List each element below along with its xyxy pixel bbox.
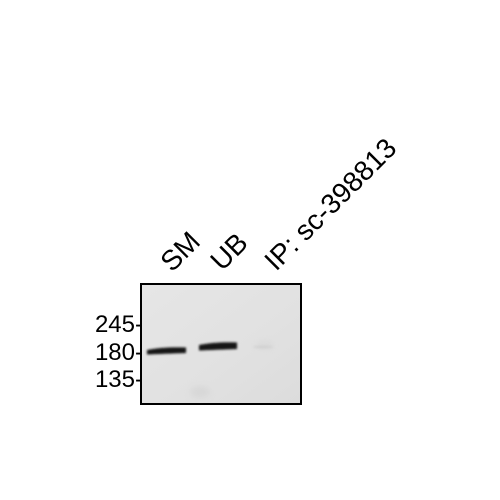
blot-bands [147, 342, 273, 355]
band-ub [199, 342, 237, 351]
lane-label-ub: UB [204, 227, 253, 276]
lane-label-ip: IP: sc-398813 [258, 132, 402, 276]
mw-markers: 245- 180- 135- [95, 311, 143, 393]
lane-label-sm: SM [154, 226, 206, 278]
band-ip-trace [253, 345, 273, 349]
band-sm [147, 347, 186, 355]
lane-labels: SM UB IP: sc-398813 [154, 132, 402, 277]
marker-180: 180- [95, 339, 143, 366]
membrane-smudge [190, 386, 210, 398]
marker-245: 245- [95, 311, 143, 338]
marker-135: 135- [95, 366, 143, 393]
membrane-smudge [256, 340, 274, 350]
